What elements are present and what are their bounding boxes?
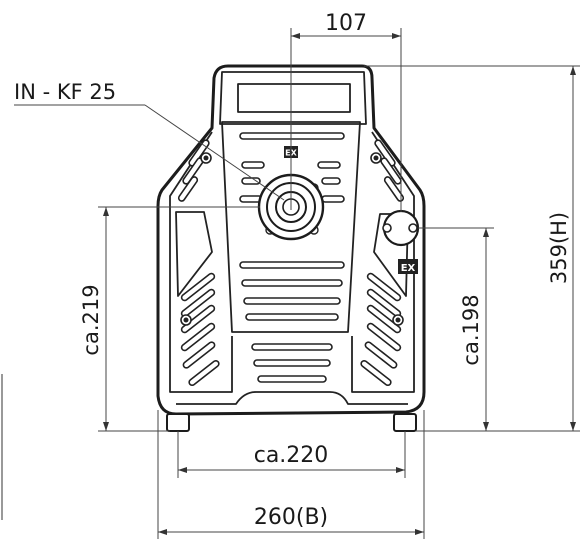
handle-outer	[219, 71, 367, 125]
dim-right-height: ca.198	[416, 227, 494, 432]
handle-inner	[237, 83, 351, 113]
dim-foot-width-label: ca.220	[254, 443, 329, 468]
dim-total-width-label: 260(B)	[254, 505, 328, 530]
right-side-slots	[360, 139, 405, 387]
ex-badge-side: EX	[398, 259, 418, 274]
dim-top-width-label: 107	[325, 11, 367, 36]
dim-total-height-label: 359(H)	[547, 212, 571, 284]
left-side-slots	[177, 139, 220, 387]
bottom-frame	[176, 391, 408, 405]
left-side-panel	[169, 131, 233, 393]
front-panel	[221, 121, 361, 333]
feet	[166, 413, 417, 432]
dim-foot-width: ca.220	[177, 431, 406, 478]
housing-outline	[156, 64, 426, 416]
left-recess	[175, 211, 213, 297]
dim-left-height-label: ca.219	[79, 284, 103, 355]
dim-total-height: 359(H)	[364, 65, 580, 432]
dim-top-width: 107	[290, 11, 402, 212]
dim-right-height-label: ca.198	[459, 294, 483, 365]
dim-left-height: ca.219	[79, 206, 260, 432]
pump-body: EX EX	[156, 64, 426, 432]
dim-total-width: 260(B)	[157, 410, 425, 539]
right-side-panel	[351, 131, 415, 393]
exhaust-port	[382, 209, 420, 247]
inlet-leader: IN - KF 25	[14, 80, 285, 201]
front-slots	[239, 132, 345, 383]
dimensions: 107 IN - KF 25 ca.219 ca.198	[1, 11, 580, 539]
inlet-label: IN - KF 25	[14, 80, 116, 104]
ex-badge-side-text: EX	[401, 263, 416, 274]
